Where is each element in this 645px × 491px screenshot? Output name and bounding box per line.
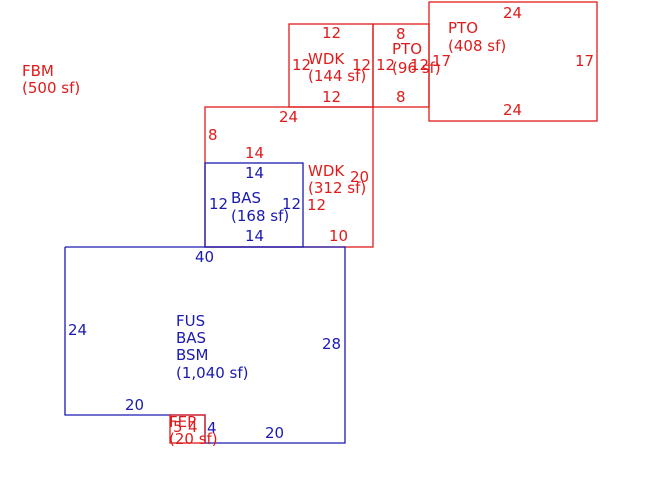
wdk-top-dim-right: 12	[352, 56, 371, 74]
wdk-big-dim-inner-right: 12	[307, 196, 326, 214]
wdk-big-dim-top: 24	[279, 108, 298, 126]
fep-label: FEP	[169, 413, 196, 431]
fep-outline	[169, 414, 206, 444]
bas-dim-left: 12	[209, 195, 228, 213]
bas-label: BAS	[231, 189, 261, 207]
bas-dim-bottom: 14	[245, 227, 264, 245]
fep-dim-b: 4	[188, 418, 198, 436]
pto-big-dim-top: 24	[503, 4, 522, 22]
bas-dim-top: 14	[245, 164, 264, 182]
wdk-big-dim-left: 8	[208, 126, 218, 144]
pto-mid-dim-left: 12	[376, 56, 395, 74]
wdk-top-dim-left: 12	[292, 56, 311, 74]
fus-dim-notch: 4	[207, 419, 217, 437]
bas-area: (168 sf)	[231, 207, 289, 225]
wdk-top-dim-bottom: 12	[322, 88, 341, 106]
fus-dim-top: 40	[195, 248, 214, 266]
fep-dim-a: 5	[173, 418, 183, 436]
pto-big-dim-bottom: 24	[503, 101, 522, 119]
pto-big-outline	[428, 1, 598, 122]
fep-area: (20 sf)	[169, 430, 218, 448]
fus-dim-bottom-right: 20	[265, 424, 284, 442]
fus-label-bsm: BSM	[176, 346, 209, 364]
fbm-area: (500 sf)	[22, 79, 80, 97]
wdk-big-label: WDK	[308, 162, 345, 180]
fus-label-bas: BAS	[176, 329, 206, 347]
wdk-big-dim-inner-top: 14	[245, 144, 264, 162]
wdk-top-dim-top: 12	[322, 24, 341, 42]
wdk-big-dim-bottom: 10	[329, 227, 348, 245]
pto-big-dim-right: 17	[575, 52, 594, 70]
pto-big-area: (408 sf)	[448, 37, 506, 55]
wdk-top-label: WDK	[308, 50, 345, 68]
fus-dim-right: 28	[322, 335, 341, 353]
fus-area: (1,040 sf)	[176, 364, 249, 382]
fbm-label: FBM	[22, 62, 54, 80]
pto-big-dim-left: 17	[432, 52, 451, 70]
pto-mid-dim-bottom: 8	[396, 88, 406, 106]
pto-mid-label: PTO	[392, 40, 422, 58]
bas-dim-right: 12	[282, 195, 301, 213]
fus-dim-bottom-left: 20	[125, 396, 144, 414]
fus-dim-left: 24	[68, 321, 87, 339]
pto-mid-dim-right: 12	[410, 56, 429, 74]
wdk-big-area: (312 sf)	[308, 179, 366, 197]
pto-mid-dim-top: 8	[396, 25, 406, 43]
wdk-top-area: (144 sf)	[308, 67, 366, 85]
wdk-big-dim-right: 20	[350, 168, 369, 186]
wdk-big-outline	[204, 106, 374, 248]
pto-big-label: PTO	[448, 19, 478, 37]
fus-label: FUS	[176, 312, 205, 330]
